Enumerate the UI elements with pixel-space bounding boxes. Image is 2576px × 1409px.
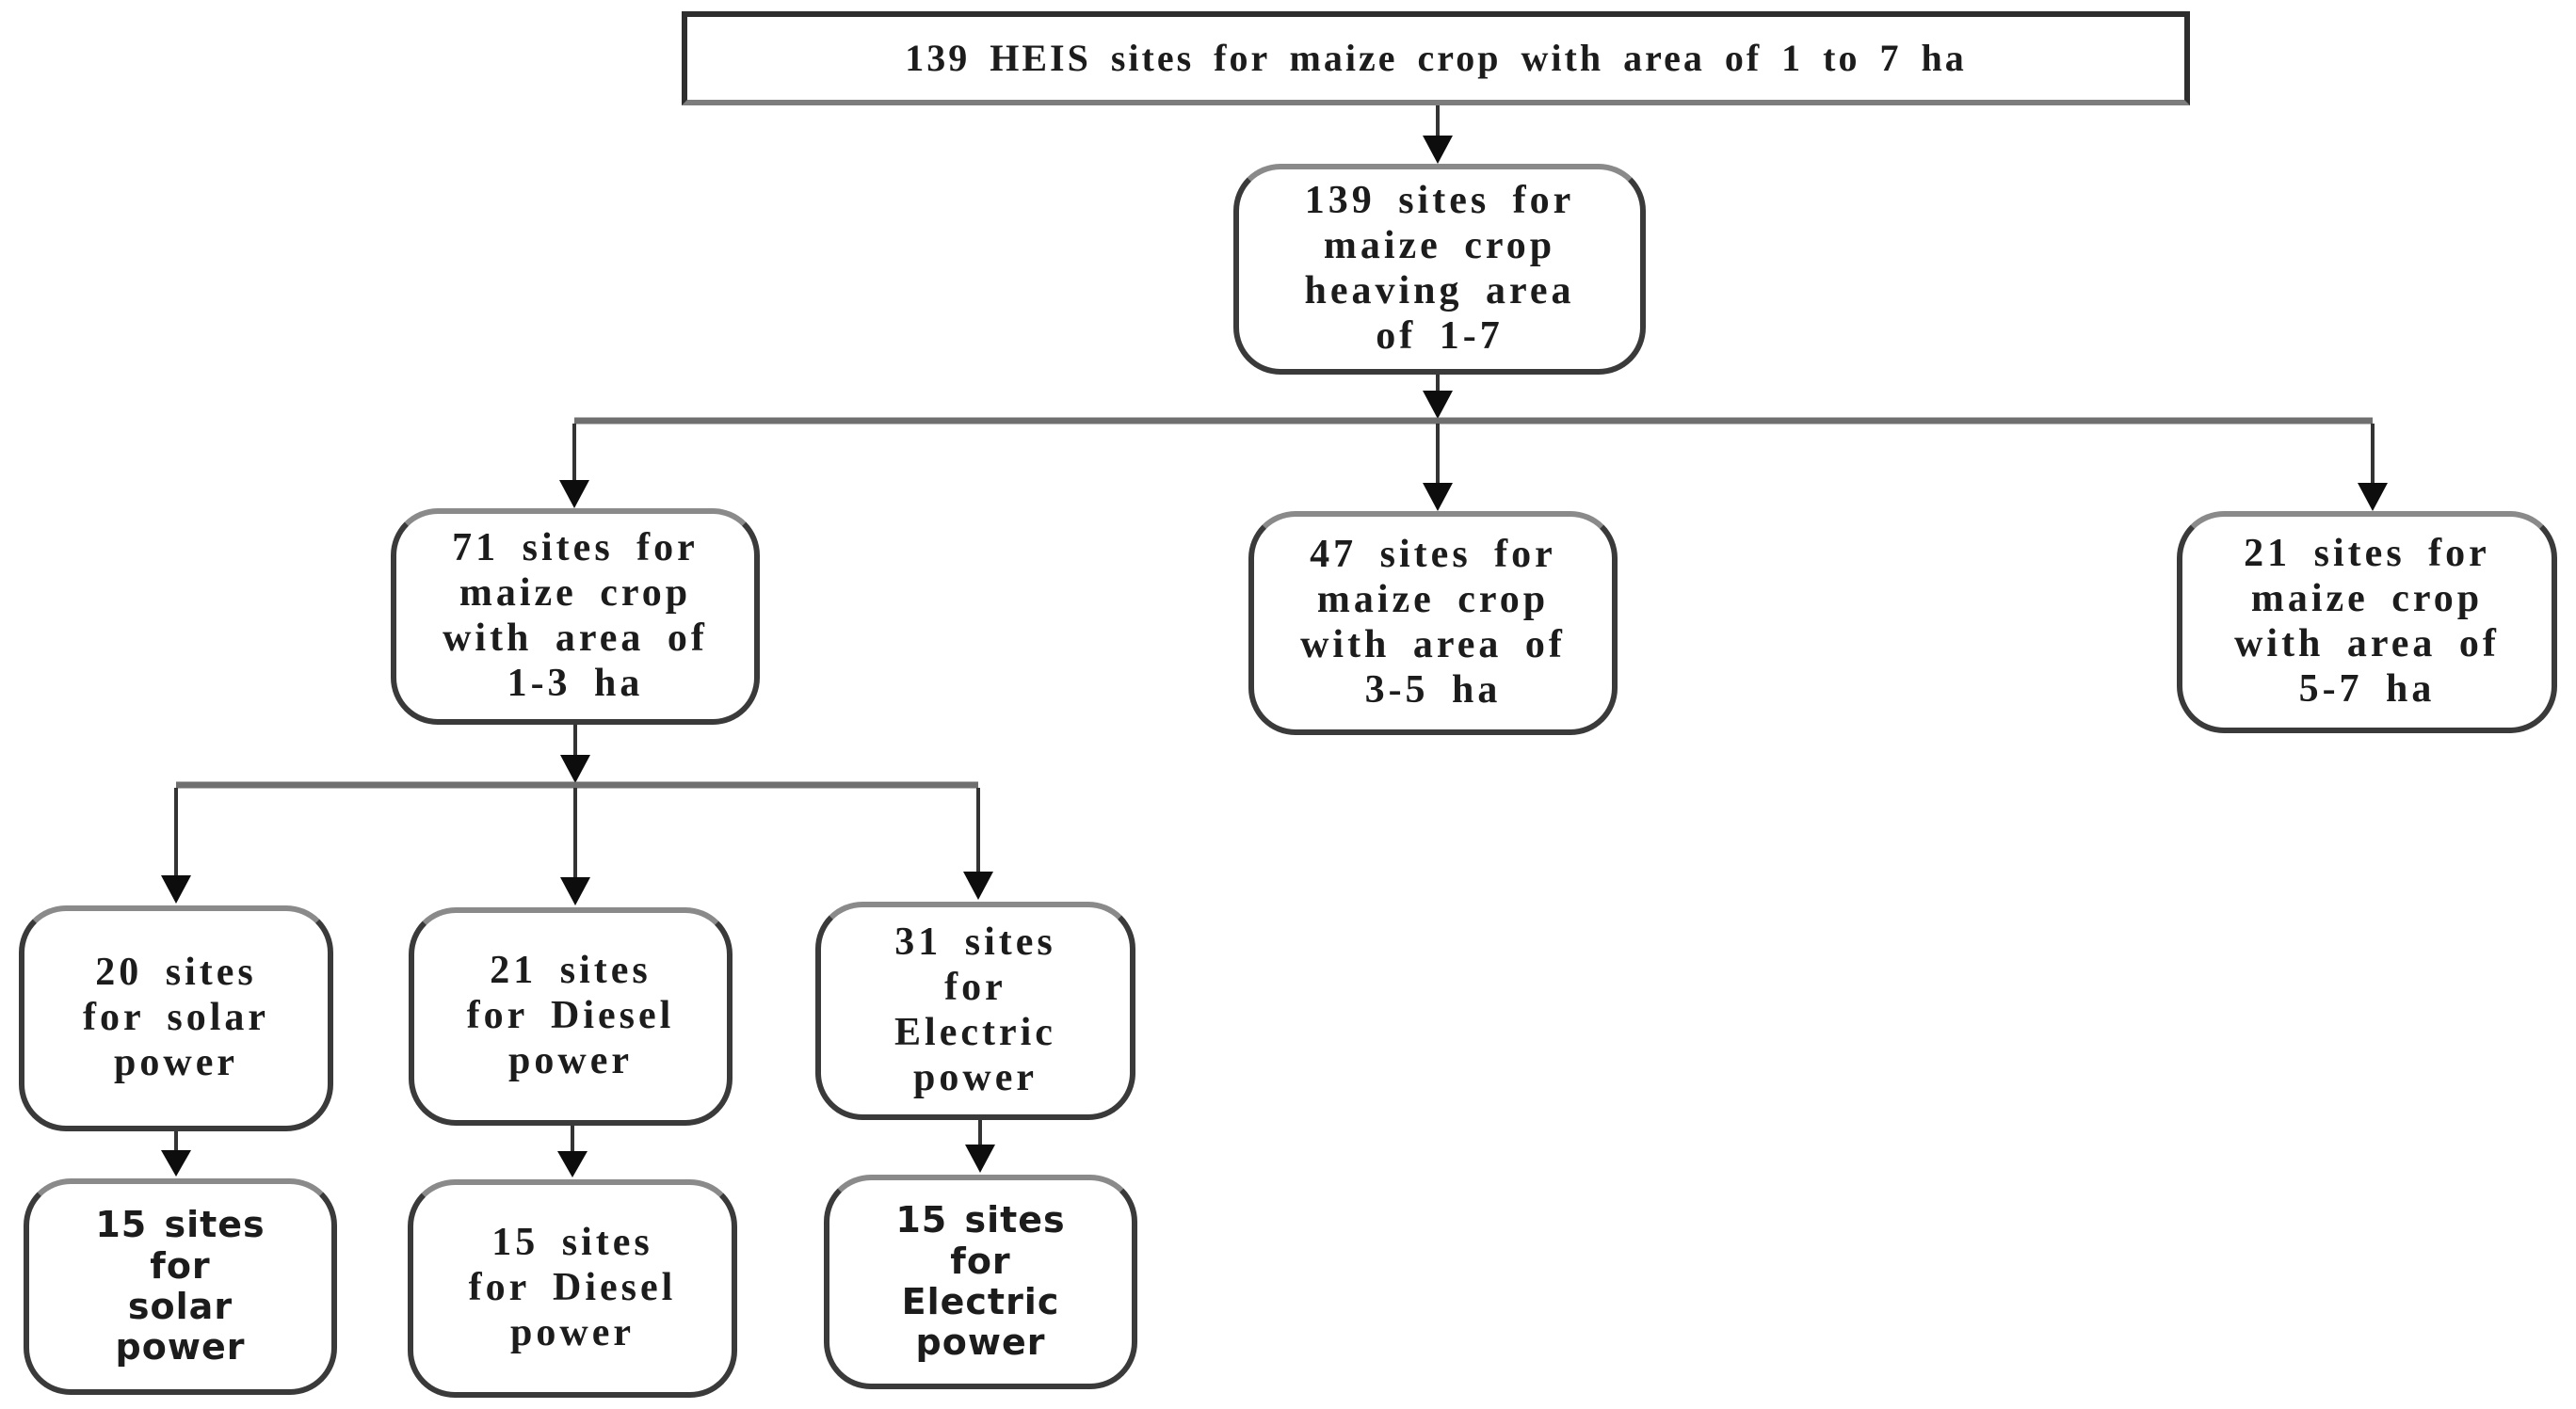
- node-label: 139 sites for maize crop heaving area of…: [1304, 179, 1575, 358]
- node-15-sites-diesel: 15 sites for Diesel power: [408, 1179, 737, 1398]
- node-47-sites-3-5ha: 47 sites for maize crop with area of 3-5…: [1248, 511, 1618, 735]
- node-139-heis-sites: 139 HEIS sites for maize crop with area …: [682, 11, 2190, 105]
- connector-splitter-to-diesel-21: [560, 788, 590, 905]
- node-label: 20 sites for solar power: [82, 951, 270, 1084]
- connector-splitter-to-solar-20: [161, 788, 191, 904]
- node-label: 139 HEIS sites for maize crop with area …: [905, 37, 1967, 80]
- connector-total-to-splitter: [574, 375, 2373, 424]
- arrow-down-icon: [560, 877, 590, 905]
- arrow-down-icon: [965, 1145, 995, 1173]
- node-label: 31 sites for Electric power: [894, 921, 1056, 1099]
- node-71-sites-1-3ha: 71 sites for maize crop with area of 1-3…: [391, 508, 760, 725]
- connector-area-1-3-to-splitter: [176, 725, 978, 789]
- arrow-down-icon: [1423, 136, 1453, 164]
- node-15-sites-electric: 15 sites for Electric power: [824, 1175, 1137, 1389]
- connector-solar-20-to-solar-15: [161, 1131, 191, 1177]
- arrow-down-icon: [161, 875, 191, 904]
- node-15-sites-solar: 15 sites for solar power: [24, 1178, 337, 1395]
- node-21-sites-diesel: 21 sites for Diesel power: [409, 907, 733, 1126]
- arrow-down-icon: [963, 872, 993, 900]
- node-21-sites-5-7ha: 21 sites for maize crop with area of 5-7…: [2177, 511, 2557, 733]
- arrow-down-icon: [560, 755, 590, 783]
- connector-splitter-to-area-5-7: [2358, 424, 2388, 511]
- node-31-sites-electric: 31 sites for Electric power: [815, 902, 1135, 1120]
- node-139-sites-1-7: 139 sites for maize crop heaving area of…: [1233, 164, 1646, 375]
- arrow-down-icon: [1423, 483, 1453, 511]
- connector-splitter-to-area-1-3: [559, 424, 589, 508]
- arrow-down-icon: [161, 1150, 191, 1177]
- node-20-sites-solar: 20 sites for solar power: [19, 905, 333, 1131]
- node-label: 71 sites for maize crop with area of 1-3…: [443, 526, 708, 705]
- connector-electric-31-to-electric-15: [965, 1120, 995, 1173]
- arrow-down-icon: [1423, 391, 1453, 419]
- node-label: 15 sites for Diesel power: [468, 1221, 677, 1354]
- node-label: 21 sites for maize crop with area of 5-7…: [2234, 532, 2500, 711]
- connector-splitter-to-area-3-5: [1423, 424, 1453, 511]
- arrow-down-icon: [557, 1151, 588, 1177]
- node-label: 47 sites for maize crop with area of 3-5…: [1300, 533, 1566, 712]
- arrow-down-icon: [2358, 483, 2388, 511]
- node-label: 21 sites for Diesel power: [466, 949, 675, 1082]
- arrow-down-icon: [559, 480, 589, 508]
- node-label: 15 sites for solar power: [95, 1204, 266, 1369]
- connector-root-to-total: [1423, 105, 1453, 164]
- connector-splitter-to-electric-31: [963, 788, 993, 900]
- connector-diesel-21-to-diesel-15: [557, 1126, 588, 1177]
- node-label: 15 sites for Electric power: [895, 1199, 1066, 1364]
